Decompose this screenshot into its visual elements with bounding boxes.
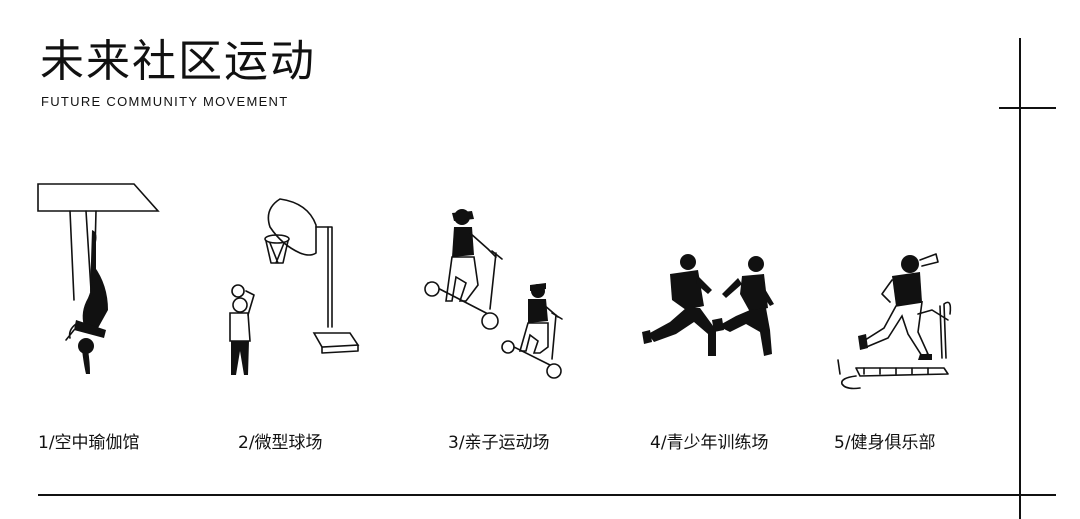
treadmill-icon [837, 253, 952, 390]
activity-label-3: 3/亲子运动场 [448, 433, 550, 453]
frame-bottom-line [38, 494, 1056, 496]
activity-label-1: 1/空中瑜伽馆 [38, 433, 140, 453]
page-subtitle: FUTURE COMMUNITY MOVEMENT [41, 94, 289, 109]
activity-label-2: 2/微型球场 [238, 433, 323, 453]
page-title: 未来社区运动 [40, 36, 316, 87]
runners-icon [642, 254, 774, 356]
activity-label-4: 4/青少年训练场 [650, 433, 769, 453]
aerial-yoga-icon [37, 183, 160, 374]
frame-top-tick [999, 107, 1056, 109]
basketball-icon [229, 198, 360, 375]
scooter-family-icon [424, 209, 563, 379]
activity-label-5: 5/健身俱乐部 [834, 433, 936, 453]
frame-vertical-line [1019, 38, 1021, 519]
